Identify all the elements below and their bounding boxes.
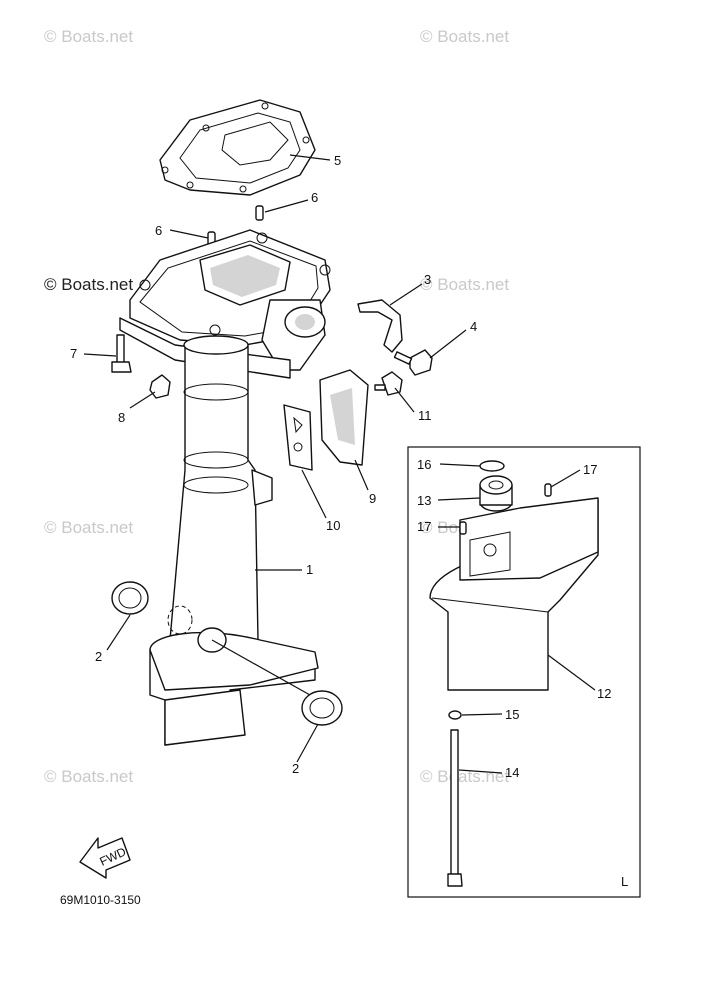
nut-part-13 — [479, 475, 513, 512]
watermark: © Boats.net — [420, 275, 509, 294]
bolt-part-14 — [447, 729, 463, 887]
callout-6: 6 — [155, 223, 162, 238]
callout-3: 3 — [424, 272, 431, 287]
callout-6: 6 — [311, 190, 318, 205]
watermark: © Boats.net — [44, 275, 133, 294]
inset-frame: L — [407, 446, 641, 898]
callout-17: 17 — [583, 462, 597, 477]
watermark: © Boats.net — [44, 518, 133, 537]
callout-2: 2 — [95, 649, 102, 664]
watermark: © Boats.net — [44, 767, 133, 786]
callout-16: 16 — [417, 457, 431, 472]
washer-part-15 — [448, 710, 462, 720]
callout-17: 17 — [417, 519, 431, 534]
callout-7: 7 — [70, 346, 77, 361]
clamp-part-3 — [357, 299, 403, 353]
bolt-part-7 — [111, 334, 132, 373]
callout-2: 2 — [292, 761, 299, 776]
circlip-part-16 — [479, 460, 505, 472]
callout-8: 8 — [118, 410, 125, 425]
upper-casing-plate — [119, 229, 331, 379]
callout-15: 15 — [505, 707, 519, 722]
bolt-part-11 — [374, 371, 403, 396]
plug-part-2 — [111, 581, 343, 726]
callout-9: 9 — [369, 491, 376, 506]
pin-part-17 — [459, 483, 552, 535]
extension-part-12 — [429, 497, 599, 691]
gasket-part-5 — [159, 99, 316, 196]
drive-shaft-housing-part-1 — [149, 335, 319, 746]
callout-1: 1 — [306, 562, 313, 577]
watermark: © Boats.net — [44, 27, 133, 46]
fitting-part-8 — [149, 374, 171, 399]
leader-lines — [83, 154, 596, 774]
callout-4: 4 — [470, 319, 477, 334]
callout-12: 12 — [597, 686, 611, 701]
inset-label: L — [621, 874, 628, 889]
diagram-part-code: 69M1010-3150 — [60, 893, 141, 907]
callout-14: 14 — [505, 765, 519, 780]
bolt-part-4 — [393, 349, 433, 376]
cover-part-9 — [319, 369, 369, 466]
callout-5: 5 — [334, 153, 341, 168]
watermark: © Boats.net — [420, 27, 509, 46]
plate-part-10 — [283, 404, 313, 471]
callout-13: 13 — [417, 493, 431, 508]
fwd-arrow-icon: FWD — [79, 837, 131, 879]
callout-11: 11 — [418, 408, 432, 423]
callout-10: 10 — [326, 518, 340, 533]
